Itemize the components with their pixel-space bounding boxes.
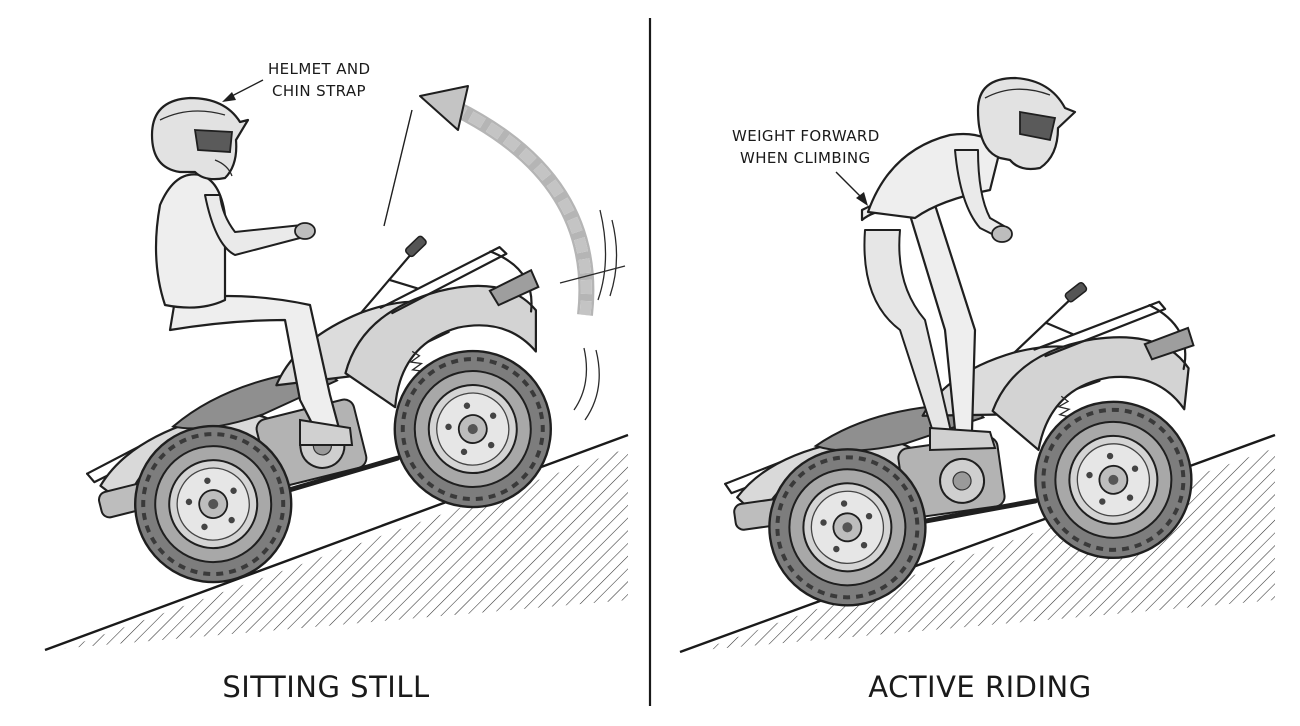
callout-line-1-right: WEIGHT FORWARD bbox=[732, 127, 880, 145]
rider-icon-right bbox=[860, 76, 1077, 452]
callout-line-1: HELMET AND bbox=[268, 60, 371, 78]
caption-active-riding: ACTIVE RIDING bbox=[868, 670, 1091, 704]
callout-weight: WEIGHT FORWARD WHEN CLIMBING bbox=[732, 127, 880, 206]
helmet-icon bbox=[150, 96, 250, 181]
helmet-icon-right bbox=[976, 76, 1077, 171]
callout-line-2: CHIN STRAP bbox=[272, 82, 366, 100]
panel-sitting-still: HELMET AND CHIN STRAP SITTING STILL bbox=[44, 60, 629, 704]
caption-sitting-still: SITTING STILL bbox=[222, 670, 429, 704]
callout-helmet: HELMET AND CHIN STRAP bbox=[222, 60, 413, 227]
rider-icon bbox=[150, 96, 354, 446]
callout-line-2-right: WHEN CLIMBING bbox=[740, 149, 871, 167]
rotation-arrow-icon bbox=[419, 85, 626, 421]
panel-active-riding: WEIGHT FORWARD WHEN CLIMBING ACTIVE RIDI… bbox=[679, 76, 1276, 704]
